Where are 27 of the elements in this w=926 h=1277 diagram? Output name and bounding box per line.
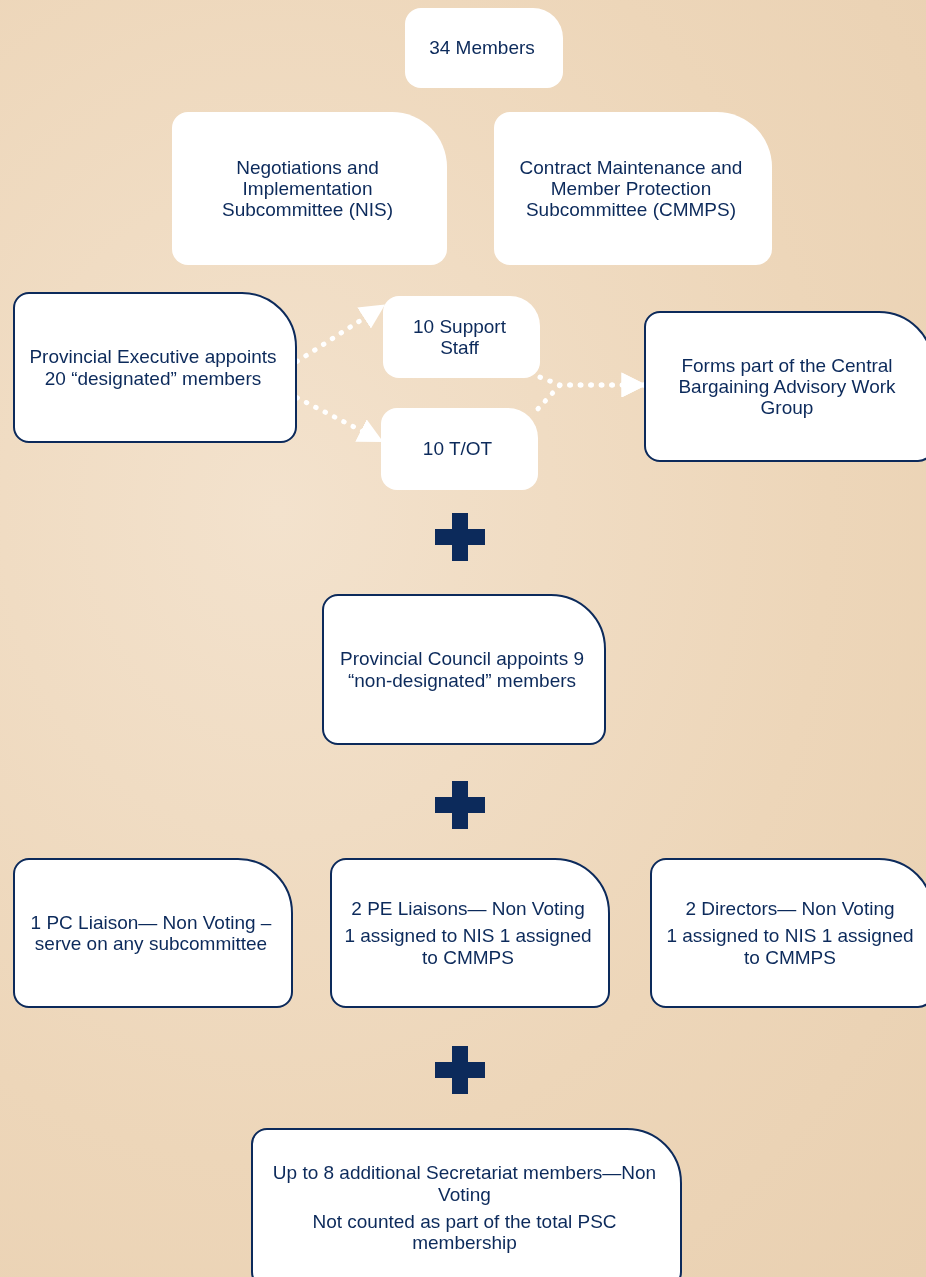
box-text: 34 Members [429, 37, 535, 59]
box-text: Up to 8 additional Secretariat members—Non Voting [271, 1162, 658, 1205]
box-text: 10 T/OT [422, 438, 493, 460]
label-box [172, 112, 447, 265]
outlined-box [644, 311, 926, 462]
box-text: 2 PE Liaisons— Non Voting [351, 898, 585, 920]
outlined-box [13, 292, 297, 443]
box-text: Negotiations and Implementation Subcommittee (NIS) [220, 156, 394, 221]
box-text: Contract Maintenance and Member Protection Subcommittee (CMMPS) [518, 156, 744, 221]
box-text: Provincial Council appoints 9 “non-designated” members [339, 648, 585, 691]
label-box [405, 8, 563, 88]
box-text: Provincial Executive appoints 20 “designated” members [28, 346, 278, 389]
outlined-box [330, 858, 610, 1008]
box-text: 1 PC Liaison— Non Voting –serve on any subcommittee [29, 911, 273, 955]
outlined-box [322, 594, 606, 745]
box-text: 10 Support Staff [412, 315, 507, 359]
outlined-box [650, 858, 926, 1008]
box-text: 1 assigned to NIS 1 assigned to CMMPS [343, 925, 593, 968]
outlined-box [251, 1128, 682, 1277]
box-text: Forms part of the Central Bargaining Advisory Work Group [677, 354, 897, 419]
box-text: 2 Directors— Non Voting [685, 898, 895, 920]
box-text: 1 assigned to NIS 1 assigned to CMMPS [665, 925, 915, 968]
box-text: Not counted as part of the total PSC membership [311, 1211, 618, 1254]
label-box [383, 296, 540, 378]
outlined-box [13, 858, 293, 1008]
label-box [494, 112, 772, 265]
label-box [381, 408, 538, 490]
